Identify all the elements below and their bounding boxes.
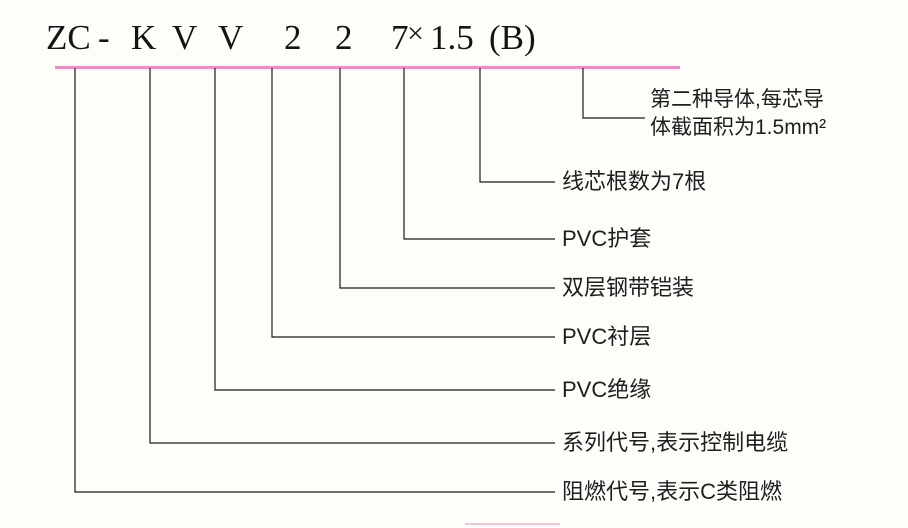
bottom-decorative-line — [465, 523, 560, 525]
code-part-section-area: 1.5 — [430, 18, 474, 57]
connector-series-code — [149, 68, 555, 444]
connector-conductor-section — [582, 68, 645, 119]
code-part-2-armor: 2 — [284, 18, 302, 57]
code-part-k: K — [131, 18, 157, 57]
code-part-dash: - — [98, 18, 110, 57]
label-pvc-sheath: PVC护套 — [562, 226, 652, 251]
connector-pvc-inner-layer — [271, 68, 555, 338]
code-part-2-sheath: 2 — [335, 18, 353, 57]
connector-flame-retardant — [74, 68, 555, 493]
code-part-b: (B) — [489, 18, 536, 57]
connector-core-count — [479, 68, 555, 183]
connector-steel-tape-armor — [339, 68, 555, 289]
code-part-core-count: 7 — [391, 18, 409, 57]
label-conductor-section: 第二种导体,每芯导 体截面积为1.5mm² — [650, 88, 827, 140]
multiply-sign: × — [407, 17, 424, 50]
label-series-code: 系列代号,表示控制电缆 — [562, 430, 789, 455]
connector-pvc-sheath — [403, 68, 555, 240]
label-steel-tape-armor: 双层钢带铠装 — [562, 275, 695, 300]
label-pvc-insulation: PVC绝缘 — [562, 377, 652, 402]
label-core-count: 线芯根数为7根 — [562, 169, 707, 194]
label-pvc-inner-layer: PVC衬层 — [562, 324, 652, 349]
code-part-v-insulation: V — [172, 18, 198, 57]
connector-pvc-insulation — [214, 68, 555, 391]
code-part-zc: ZC — [46, 18, 91, 57]
title-underline — [55, 66, 680, 69]
label-flame-retardant: 阻燃代号,表示C类阻燃 — [562, 479, 783, 504]
code-part-v-inner: V — [218, 18, 244, 57]
